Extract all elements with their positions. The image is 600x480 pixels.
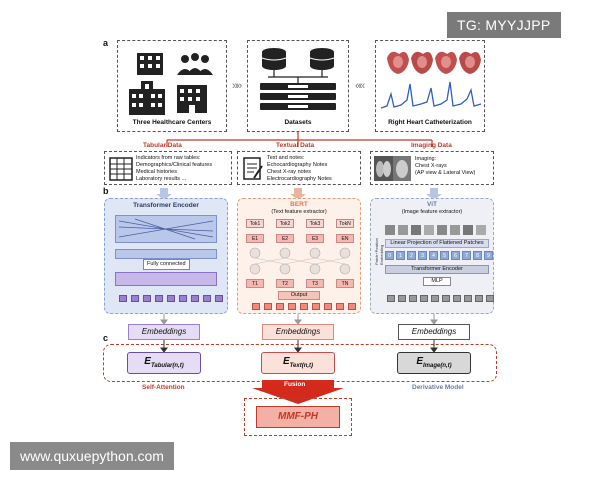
final-region — [244, 398, 352, 436]
centers-box: Three Healthcare Centers — [117, 40, 227, 132]
bert-subtitle: (Text feature extractor) — [271, 208, 327, 215]
notes-icon — [243, 157, 263, 180]
bert-output-cells — [252, 303, 356, 310]
patch-1: 1 — [396, 251, 405, 260]
patch-8: 8 — [473, 251, 482, 260]
centers-label: Three Healthcare Centers — [132, 119, 212, 126]
rhc-box: Right Heart Catheterization — [375, 40, 485, 132]
bert-token-1: Tok1 — [246, 219, 264, 228]
transformer-title: Transformer Encoder — [133, 202, 199, 209]
bert-embed-2: E2 — [276, 234, 294, 243]
bert-out-4: TN — [336, 279, 354, 288]
vit-encoder-label: Transformer Encoder — [385, 265, 489, 274]
datasets-box: Datasets — [247, 40, 349, 132]
chevrons-left: »» — [232, 80, 242, 92]
tabular-line-3: Medical histories — [136, 168, 177, 175]
patch-0: 0 — [385, 251, 394, 260]
embeddings-tabular: Embeddings — [128, 324, 200, 340]
database-icons — [260, 48, 336, 110]
bert-network — [249, 247, 351, 275]
derivative-label: Derivative Model — [412, 384, 464, 391]
bert-token-4: TokN — [336, 219, 354, 228]
patch-2: 2 — [407, 251, 416, 260]
textual-line-2: Echocardiography Notes — [267, 161, 328, 168]
watermark-top: TG: MYYJJPP — [447, 12, 561, 38]
tabular-title: Tabular Data — [143, 142, 182, 149]
panel-a-letter: a — [103, 38, 109, 48]
bert-embed-3: E3 — [306, 234, 324, 243]
e-text: EText(n,t) — [261, 352, 335, 374]
bert-out-2: T2 — [276, 279, 294, 288]
textual-title: Textual Data — [276, 142, 315, 149]
imaging-line-3: (AP view & Lateral View) — [415, 169, 476, 176]
vit-panel: ViT (Image feature extractor) Patch+Posi… — [370, 198, 494, 314]
bert-embed-1: E1 — [246, 234, 264, 243]
watermark-bottom: www.quxuepython.com — [10, 442, 174, 470]
panel-b-letter: b — [103, 186, 109, 196]
textual-line-4: Electrocardiography Notes — [267, 175, 332, 182]
vit-output-cells — [387, 295, 494, 302]
fusion-label: Fusion — [284, 381, 306, 388]
tabular-box: Indicators from raw tables: Demographics… — [104, 151, 232, 185]
encoder-lines — [118, 218, 214, 240]
encoder-out — [115, 272, 217, 286]
vit-mlp-label: MLP — [423, 277, 451, 286]
patch-4: 4 — [429, 251, 438, 260]
xray-icon — [374, 156, 411, 181]
imaging-line-2: Chest X-rays — [415, 162, 447, 169]
textual-line-3: Chest X-ray notes — [267, 168, 312, 175]
embedding-region — [103, 344, 497, 382]
e-tabular: ETabular(n,t) — [127, 352, 201, 374]
embeddings-text: Embeddings — [262, 324, 334, 340]
bert-token-3: Tok3 — [306, 219, 324, 228]
fusion-arrow — [252, 380, 344, 404]
bert-title: BERT — [290, 201, 308, 208]
panel-c-letter: c — [103, 333, 109, 343]
imaging-box: Imaging: Chest X-rays (AP view & Lateral… — [370, 151, 494, 185]
vit-image-patches — [385, 225, 486, 235]
bert-output-label: Output — [278, 291, 320, 300]
vit-subtitle: (Image feature extractor) — [401, 208, 463, 215]
tabular-line-2: Demographics/Clinical features — [136, 161, 213, 168]
bert-token-2: Tok2 — [276, 219, 294, 228]
vit-patch-tokens: 0 1 2 3 4 5 6 7 8 9 — [385, 251, 493, 260]
transformer-panel: Transformer Encoder Fully connected — [104, 198, 228, 314]
bert-embed-4: EN — [336, 234, 354, 243]
patch-7: 7 — [462, 251, 471, 260]
imaging-title: Imaging Data — [411, 142, 452, 149]
bert-out-1: T1 — [246, 279, 264, 288]
e-image: EImage(n,t) — [397, 352, 471, 374]
patch-5: 5 — [440, 251, 449, 260]
mmf-ph-box: MMF-PH — [256, 406, 340, 428]
bert-panel: BERT (Text feature extractor) Tok1 Tok2 … — [237, 198, 361, 314]
output-cells — [119, 295, 223, 302]
textual-box: Text and notes: Echocardiography Notes C… — [237, 151, 361, 185]
vit-title: ViT — [427, 201, 437, 208]
embeddings-image: Embeddings — [398, 324, 470, 340]
tabular-line-1: Indicators from raw tables: — [136, 155, 201, 161]
heart-waveform-icons — [380, 51, 482, 109]
rhc-label: Right Heart Catheterization — [388, 119, 472, 126]
patch-3: 3 — [418, 251, 427, 260]
patch-9: 9 — [484, 251, 493, 260]
imaging-line-1: Imaging: — [415, 156, 437, 162]
tabular-line-4: Laboratory results ... — [136, 175, 187, 182]
encoder-mid — [115, 249, 217, 259]
self-attention-label: Self-Attention — [142, 384, 185, 391]
textual-line-1: Text and notes: — [267, 155, 305, 161]
vit-proj-label: Linear Projection of Flattened Patches — [385, 239, 489, 248]
bert-out-3: T3 — [306, 279, 324, 288]
patch-6: 6 — [451, 251, 460, 260]
vit-side-label: Patch+Position Embedding — [374, 238, 384, 265]
fc-label: Fully connected — [143, 259, 190, 270]
hospital-icons — [129, 53, 213, 115]
chevrons-right: «« — [355, 80, 365, 92]
datasets-label: Datasets — [284, 119, 312, 126]
table-icon — [109, 157, 133, 181]
